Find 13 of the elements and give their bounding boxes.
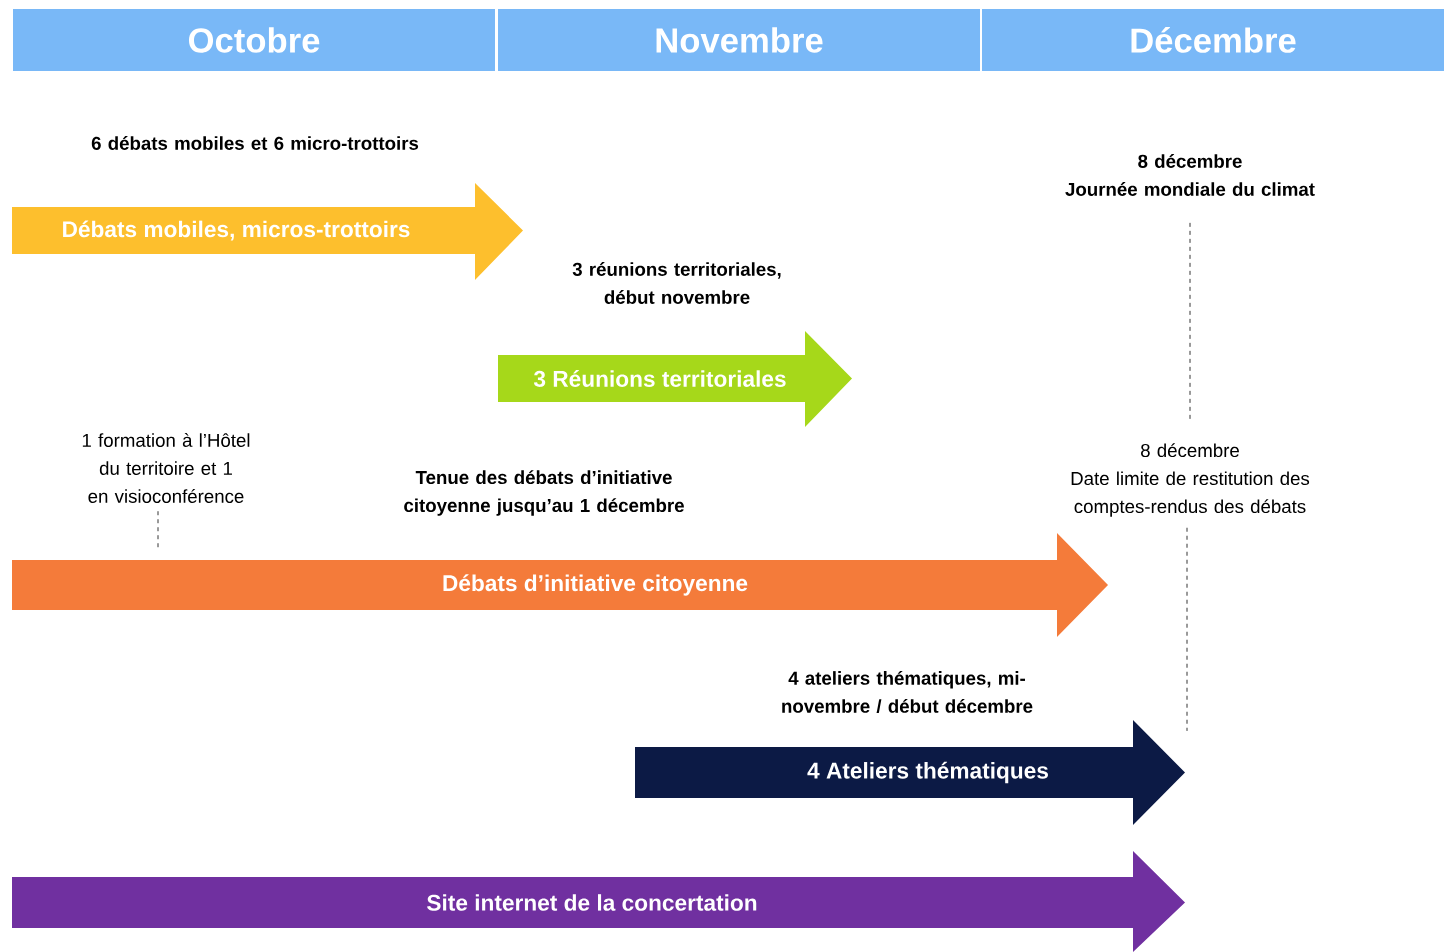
month-header: Décembre (980, 7, 1446, 73)
annotation-text: 1 formation à l’Hôtel du territoire et 1 en visioconférence (82, 433, 250, 503)
annotation-text: 6 débats mobiles et 6 micro-trottoirs (91, 136, 419, 150)
leader-line (1189, 222, 1191, 422)
annotation-text: 8 décembre Journée mondiale du climat (1065, 154, 1315, 196)
annotation-text: 3 réunions territoriales, début novembre (572, 262, 781, 304)
leader-line (157, 510, 159, 550)
node-label: Décembre (1131, 27, 1296, 53)
annotation-text: Tenue des débats d’initiative citoyenne jusqu’au 1 décembre (404, 470, 684, 516)
month-header: Novembre (496, 7, 982, 73)
month-header: Octobre (11, 7, 497, 73)
annotation-text: 8 décembre Date limite de restitution des comptes-rendus des débats (1071, 443, 1310, 517)
annotation-text: 4 ateliers thématiques, mi-novembre / début décembre (782, 670, 1033, 714)
